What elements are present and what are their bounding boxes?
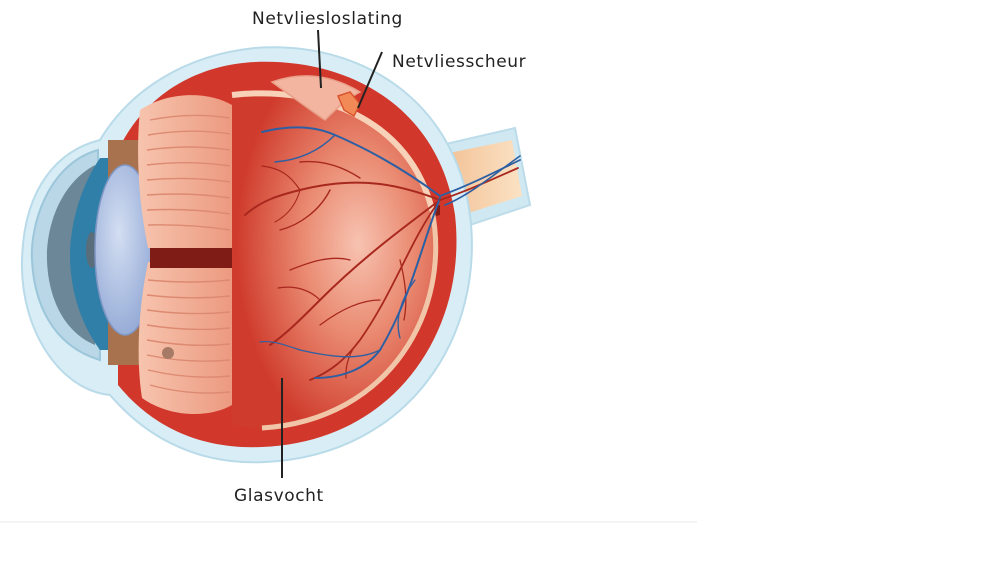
blood-vessels-arteries (244, 160, 441, 381)
label-vitreous-humor: Glasvocht (234, 486, 324, 506)
leader-line-tear (357, 51, 383, 109)
label-retinal-detachment: Netvliesloslating (252, 9, 403, 29)
retinal-tear-mark (336, 91, 361, 118)
ciliary-body-lower (138, 262, 232, 415)
blood-vessels-veins (259, 126, 521, 379)
leader-line-detachment (317, 29, 322, 89)
leader-lines (281, 29, 383, 478)
optic-nerve-vessels (439, 155, 521, 206)
ciliary-body-upper (138, 95, 232, 248)
bottom-divider (0, 521, 697, 523)
label-retinal-tear: Netvliesscheur (392, 52, 527, 72)
